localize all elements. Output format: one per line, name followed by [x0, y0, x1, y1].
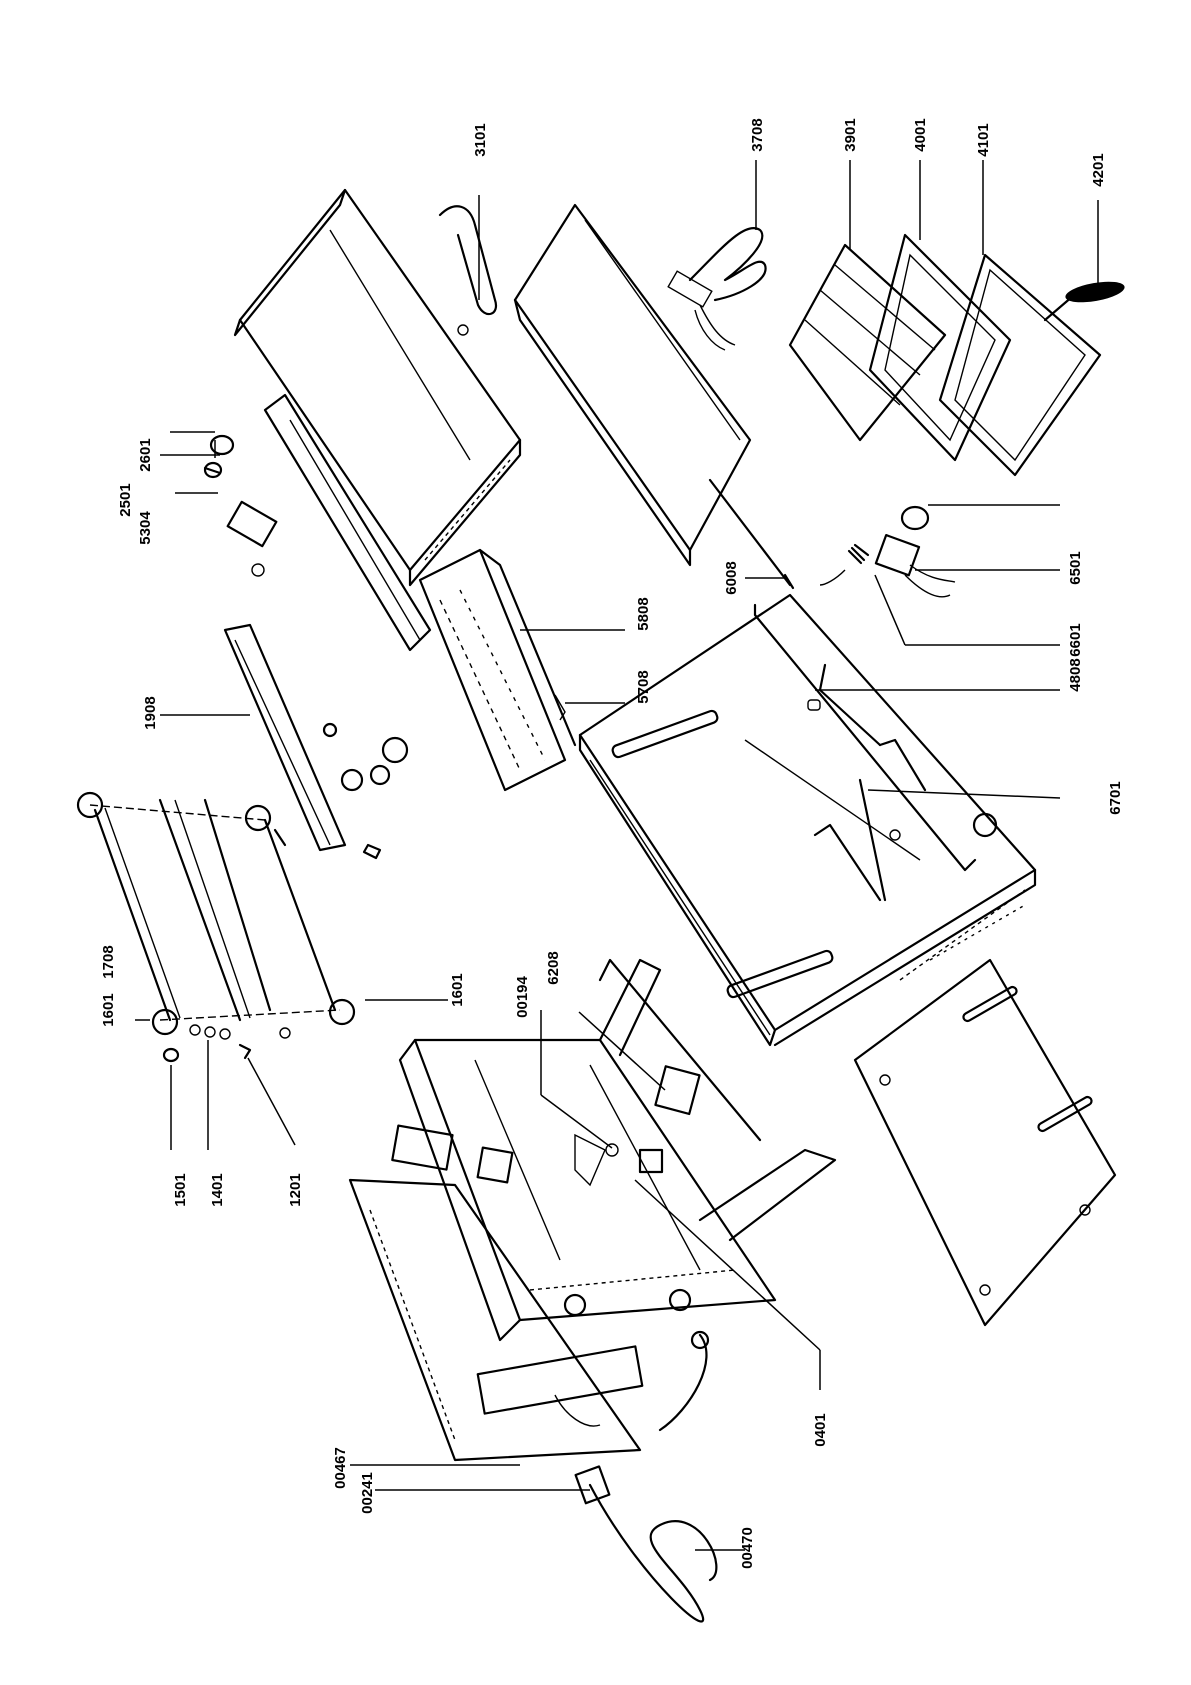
part-label-0401: 0401	[812, 1413, 829, 1446]
crumb-tray	[515, 205, 750, 565]
part-label-1501: 1501	[172, 1173, 189, 1206]
chassis-vents	[530, 1270, 735, 1290]
part-label-3708: 3708	[749, 118, 766, 151]
part-label-5808: 5808	[635, 597, 652, 630]
grill-grid	[790, 245, 945, 440]
bottom-plate	[855, 960, 1115, 1325]
part-label-1908: 1908	[142, 696, 159, 729]
part-label-2601: 2601	[137, 438, 154, 471]
thermostat	[820, 507, 955, 597]
part-label-00194: 00194	[514, 975, 531, 1017]
rack-slots	[440, 590, 545, 770]
part-label-1708: 1708	[100, 945, 117, 978]
part-label-3901: 3901	[842, 118, 859, 151]
handle	[440, 206, 496, 335]
bracket-rollers	[324, 724, 407, 858]
top-cover	[235, 190, 520, 585]
cover-vent-slots	[425, 460, 510, 560]
part-label-4201: 4201	[1090, 153, 1107, 186]
part-label-1601-top: 1601	[100, 993, 117, 1026]
part-label-00470: 00470	[739, 1527, 756, 1569]
part-label-2501: 2501	[117, 483, 134, 516]
part-label-00467: 00467	[332, 1447, 349, 1489]
heating-element	[668, 228, 765, 350]
part-label-6208: 6208	[545, 951, 562, 984]
housing-slots	[611, 710, 1025, 999]
heating-rack	[420, 550, 575, 790]
housing-rails	[755, 605, 975, 900]
part-label-1201: 1201	[287, 1173, 304, 1206]
part-label-4001: 4001	[912, 118, 929, 151]
power-cable	[555, 1332, 716, 1621]
part-label-00241: 00241	[359, 1472, 376, 1514]
part-label-4101: 4101	[975, 123, 992, 156]
part-label-4808: 4808	[1067, 658, 1084, 691]
grill-frame	[870, 235, 1010, 460]
part-label-6501: 6501	[1067, 551, 1084, 584]
part-label-1601-bottom: 1601	[449, 973, 466, 1006]
handle-grip	[1045, 278, 1126, 320]
part-label-6008: 6008	[723, 561, 740, 594]
guide-rail	[225, 625, 345, 850]
side-panel	[350, 1126, 642, 1460]
part-label-5708: 5708	[635, 670, 652, 703]
part-label-5304: 5304	[137, 511, 154, 545]
part-label-6601: 6601	[1067, 623, 1084, 656]
part-label-6701: 6701	[1107, 781, 1124, 814]
part-label-1401: 1401	[209, 1173, 226, 1206]
part-label-3101: 3101	[472, 123, 489, 156]
base-chassis	[400, 960, 835, 1340]
